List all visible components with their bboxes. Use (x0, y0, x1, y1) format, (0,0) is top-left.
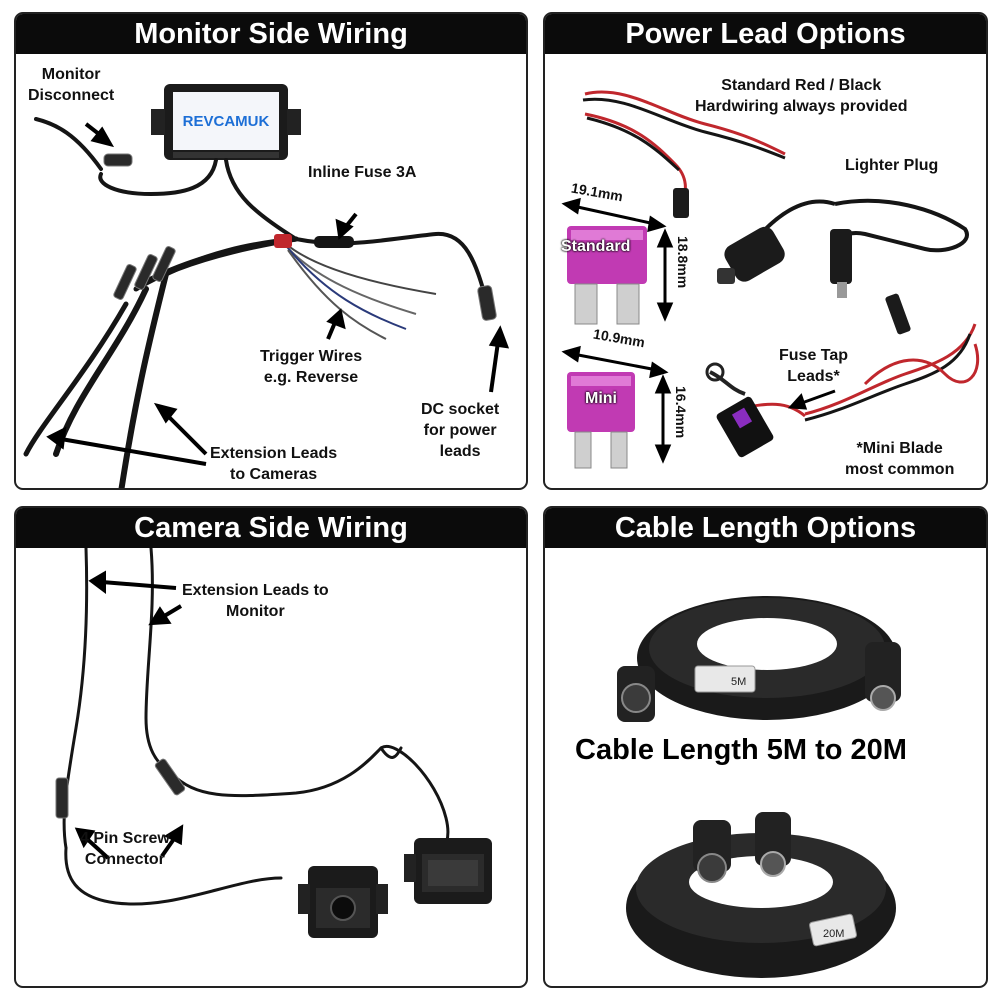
tag-5m: 5M (731, 676, 746, 688)
monitor-side-panel: Monitor Side Wiring REVCAMUK (14, 12, 528, 490)
inline-fuse-label: Inline Fuse 3A (308, 164, 417, 181)
trigger-wires-label: Trigger Wires e.g. Reverse (260, 348, 363, 386)
cable-reel-20m (626, 812, 896, 978)
mini-blade-label: *Mini Blade most common (845, 440, 955, 478)
power-lead-title: Power Lead Options (545, 14, 986, 54)
monitor-unit: REVCAMUK (151, 84, 301, 160)
mini-height-label: 16.4mm (673, 386, 689, 439)
cable-length-title: Cable Length Options (545, 508, 986, 548)
cable-reel-5m (617, 596, 901, 722)
standard-fuse (567, 226, 647, 325)
connector-label: 4 Pin Screw Connector (80, 830, 170, 868)
cable-length-caption: Cable Length 5M to 20M (575, 734, 907, 766)
monitor-side-title: Monitor Side Wiring (16, 14, 526, 54)
cable-reels-illustration: 5M 20M (617, 596, 901, 978)
lighter-plug-label: Lighter Plug (845, 157, 939, 174)
standard-fuse-label: Standard (561, 238, 631, 255)
fuse-tap-label: Fuse Tap Leads* (779, 347, 849, 385)
camera-side-panel: Camera Side Wiring (14, 506, 528, 988)
tag-20m: 20M (823, 928, 844, 940)
power-lead-illustration (561, 90, 980, 469)
mini-fuse (567, 372, 635, 469)
camera-left (298, 866, 388, 938)
camera-side-title: Camera Side Wiring (16, 508, 526, 548)
extension-leads-label: Extension Leads to Cameras (210, 445, 338, 483)
standard-red-black-label: Standard Red / Black Hardwiring always p… (695, 77, 908, 115)
cable-length-panel: Cable Length Options 5M 20M Cable Length… (543, 506, 988, 988)
camera-wiring-illustration (55, 548, 492, 938)
dc-socket-label: DC socket for power leads (421, 401, 500, 460)
camera-right (404, 838, 492, 904)
standard-height-label: 18.8mm (675, 236, 691, 289)
monitor-disconnect-label: Monitor Disconnect (28, 66, 115, 104)
monitor-wiring-illustration: REVCAMUK (23, 84, 510, 488)
mini-fuse-label: Mini (585, 390, 617, 407)
brand-logo: REVCAMUK (183, 113, 270, 130)
power-lead-panel: Power Lead Options (543, 12, 988, 490)
camera-extension-leads-label: Extension Leads to Monitor (182, 582, 329, 620)
